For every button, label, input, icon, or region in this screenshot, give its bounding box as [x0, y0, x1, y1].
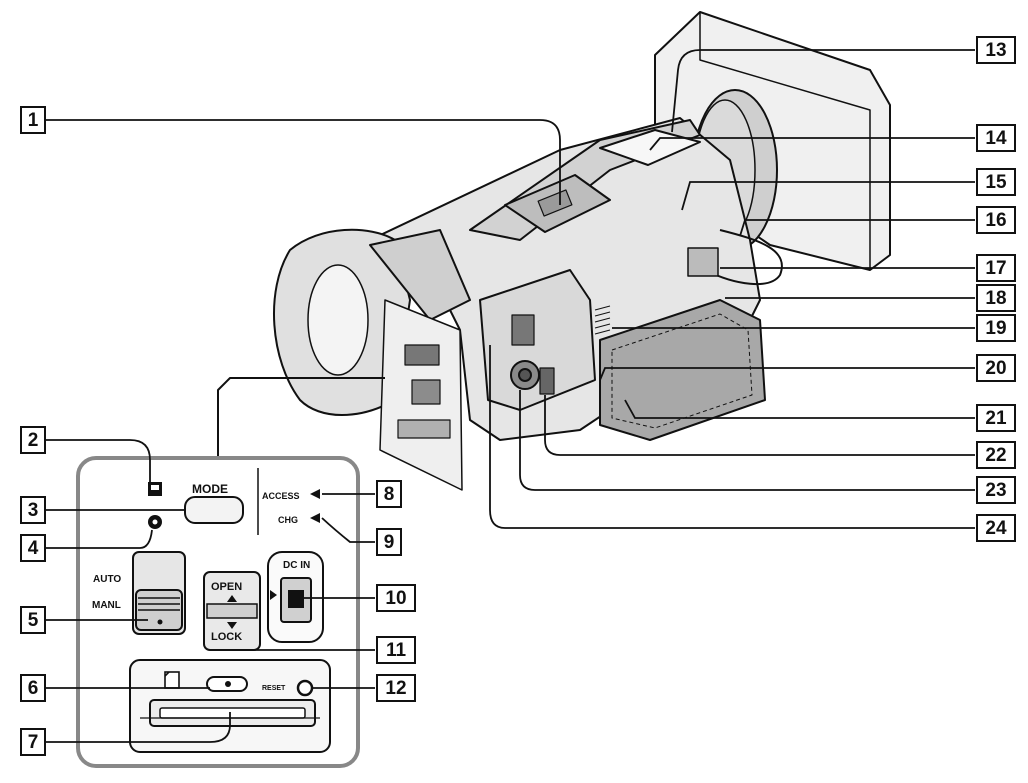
callout-2: 2 [20, 426, 46, 454]
leader-9 [321, 517, 375, 543]
speaker-grille [594, 305, 611, 335]
callout-21: 21 [976, 404, 1016, 432]
callout-15: 15 [976, 168, 1016, 196]
chg-lamp [310, 513, 320, 523]
side-button-drawing [539, 367, 555, 395]
strap-stitching [611, 313, 753, 429]
leader-22 [544, 395, 975, 456]
connector-panel-enlarged [76, 456, 360, 768]
dial-center [518, 368, 532, 382]
callout-23: 23 [976, 476, 1016, 504]
callout-12: 12 [376, 674, 416, 702]
callout-1: 1 [20, 106, 46, 134]
callout-9: 9 [376, 528, 402, 556]
leader-20 [599, 367, 975, 381]
lock-label: LOCK [211, 631, 242, 643]
connector-cables [704, 229, 783, 286]
rear-jack-1 [404, 344, 440, 366]
connector-drawing [687, 247, 719, 277]
reset-label: RESET [262, 685, 286, 692]
leader-1 [46, 119, 561, 205]
callout-3: 3 [20, 496, 46, 524]
callout-8: 8 [376, 480, 402, 508]
lock-arrow [227, 622, 237, 629]
callout-19: 19 [976, 314, 1016, 342]
rear-slot [397, 419, 451, 439]
leader-16 [739, 219, 975, 237]
leader-14 [649, 137, 975, 151]
open-label: OPEN [211, 581, 242, 593]
callout-7: 7 [20, 728, 46, 756]
panel-leader [217, 377, 385, 458]
callout-18: 18 [976, 284, 1016, 312]
manl-label: MANL [92, 600, 121, 611]
leader-7 [46, 712, 231, 743]
callout-22: 22 [976, 441, 1016, 469]
eyecup-inner [307, 264, 369, 376]
leader-4 [46, 529, 153, 549]
callout-6: 6 [20, 674, 46, 702]
leader-24 [489, 345, 975, 529]
leader-13 [671, 49, 975, 133]
auto-label: AUTO [93, 574, 121, 585]
callout-10: 10 [376, 584, 416, 612]
callout-11: 11 [376, 636, 416, 664]
side-button-top [511, 314, 535, 346]
mode-label: MODE [192, 482, 228, 496]
callout-17: 17 [976, 254, 1016, 282]
callout-16: 16 [976, 206, 1016, 234]
shoe-detail [537, 189, 573, 217]
dc-in-label: DC IN [283, 560, 310, 571]
mode-button-drawing [184, 496, 244, 524]
camcorder-illustration [217, 11, 891, 491]
callout-4: 4 [20, 534, 46, 562]
leader-lines [46, 49, 975, 743]
access-label: ACCESS [262, 491, 300, 501]
access-lamp [310, 489, 320, 499]
side-panel-drawing [479, 269, 596, 411]
open-arrow [227, 595, 237, 602]
lens-hood-rim [699, 12, 871, 270]
leader-23 [519, 390, 975, 491]
chg-label: CHG [278, 515, 298, 525]
callout-20: 20 [976, 354, 1016, 382]
callout-14: 14 [976, 124, 1016, 152]
rear-jack-2 [411, 379, 441, 405]
dc-in-mark [270, 590, 277, 600]
leader-21 [624, 399, 975, 419]
leader-15 [681, 181, 975, 211]
leader-2 [46, 439, 151, 482]
callout-5: 5 [20, 606, 46, 634]
callout-13: 13 [976, 36, 1016, 64]
callout-24: 24 [976, 514, 1016, 542]
viewfinder-tube [369, 229, 471, 321]
reset-button-drawing [296, 679, 314, 697]
